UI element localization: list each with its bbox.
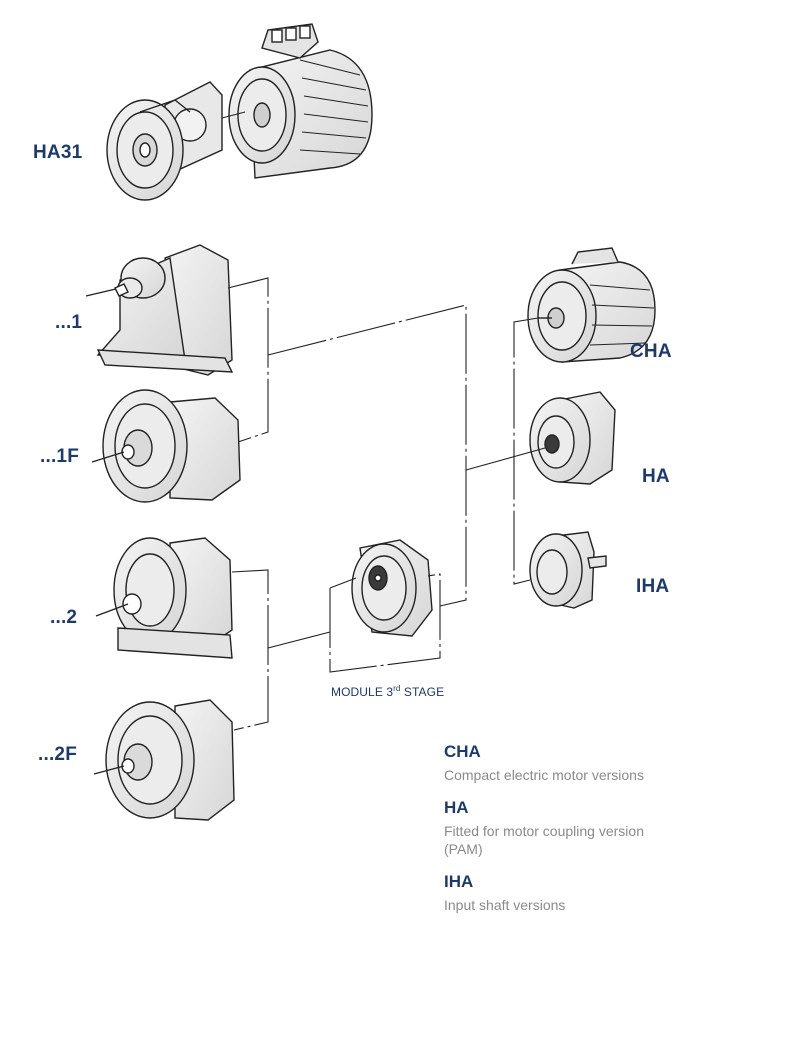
legend-item-iha: IHA Input shaft versions (444, 872, 704, 914)
legend-description: Fitted for motor coupling version (PAM) (444, 823, 644, 857)
module-label-sup: rd (393, 684, 401, 693)
legend-code: CHA (444, 742, 481, 761)
legend-item-ha: HA Fitted for motor coupling version (PA… (444, 798, 704, 858)
label-cha: CHA (630, 341, 672, 362)
label-ha31: HA31 (33, 142, 83, 163)
foot-mounted-2-illustration (95, 537, 233, 659)
cha-motor-illustration (527, 247, 656, 363)
label-iha: IHA (636, 576, 670, 597)
label-foot-1: ...1 (55, 312, 83, 333)
module-3rd-stage-label: MODULE 3rd STAGE (331, 684, 444, 699)
iha-input-shaft-illustration (529, 531, 607, 609)
module-label-prefix: MODULE 3 (331, 685, 394, 699)
legend-item-cha: CHA Compact electric motor versions (444, 742, 704, 784)
ha-coupling-illustration (529, 391, 616, 485)
flange-mounted-1f-illustration (91, 389, 241, 503)
legend: CHA Compact electric motor versions HA F… (444, 742, 704, 928)
flange-mounted-2f-illustration (93, 699, 235, 821)
ha31-assembly-illustration (106, 23, 373, 201)
label-flange-1f: ...1F (40, 446, 80, 467)
legend-code: HA (444, 798, 469, 817)
module-label-suffix: STAGE (400, 685, 445, 699)
label-foot-2: ...2 (50, 607, 78, 628)
connection-lines (227, 277, 546, 731)
module-3rd-stage-illustration (351, 539, 433, 637)
legend-code: IHA (444, 872, 474, 891)
legend-description: Compact electric motor versions (444, 767, 644, 783)
foot-mounted-1-illustration (85, 244, 234, 376)
label-flange-2f: ...2F (38, 744, 78, 765)
label-ha: HA (642, 466, 670, 487)
legend-description: Input shaft versions (444, 897, 566, 913)
